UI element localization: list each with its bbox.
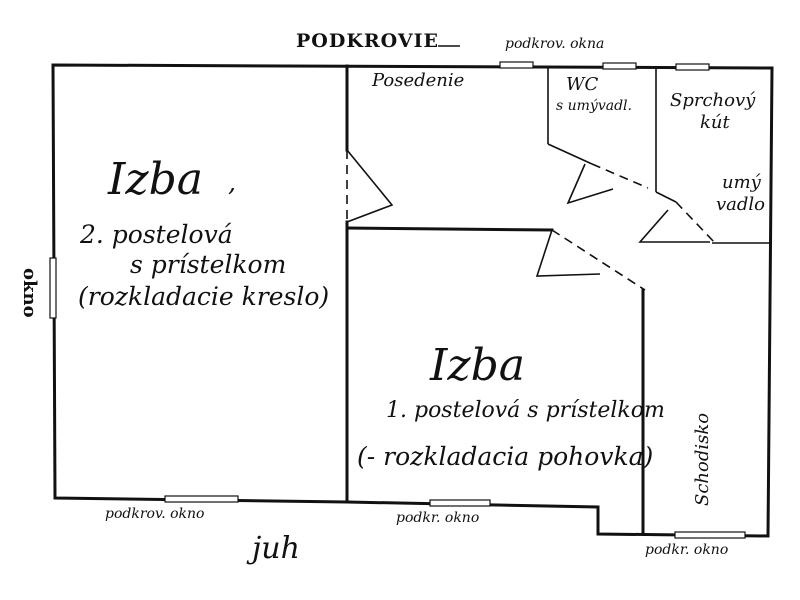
wc-label-line1: WC bbox=[566, 74, 599, 95]
door-swing-wc bbox=[566, 163, 614, 205]
window-label-top: podkrov. okna bbox=[505, 36, 605, 52]
window-label-bottom-mid: podkr. okno bbox=[396, 510, 480, 526]
outer-wall bbox=[51, 63, 774, 538]
washbasin-label-line2: vadlo bbox=[716, 194, 766, 215]
window-bottom-left bbox=[164, 495, 239, 503]
sitting-area-label: Posedenie bbox=[372, 70, 465, 91]
door-opening-room1 bbox=[551, 229, 646, 291]
wc-label-line2: s umývadl. bbox=[556, 98, 632, 114]
door-swing-left bbox=[346, 149, 394, 223]
shower-label-line2: kút bbox=[700, 112, 730, 133]
window-label-bottom-left: podkrov. okno bbox=[105, 506, 205, 522]
window-top-3 bbox=[675, 63, 710, 71]
door-swing-bath bbox=[638, 209, 710, 243]
room1-name: Izba bbox=[430, 340, 525, 391]
door-swing-room1 bbox=[535, 229, 601, 277]
door-opening-bath bbox=[675, 201, 716, 244]
window-left bbox=[49, 257, 57, 319]
wall-wc-diagonal bbox=[547, 143, 593, 165]
window-bottom-mid bbox=[429, 499, 491, 507]
stairs-label: Schodisko bbox=[692, 412, 713, 506]
window-top-2 bbox=[602, 62, 637, 70]
window-top bbox=[499, 61, 534, 69]
wall-room1-top bbox=[345, 226, 554, 232]
shower-label-line1: Sprchový bbox=[670, 90, 756, 111]
room2-comma: , bbox=[228, 168, 236, 197]
room2-name: Izba bbox=[108, 154, 203, 205]
room2-line2: s prístelkom bbox=[130, 250, 287, 279]
room1-line1: 1. postelová s prístelkom bbox=[386, 398, 665, 423]
wall-shower-bottom bbox=[655, 191, 677, 203]
window-label-left: okno bbox=[19, 268, 40, 318]
room2-line1: 2. postelová bbox=[80, 220, 233, 249]
room1-line2: (- rozkladacia pohovka) bbox=[357, 442, 654, 471]
window-label-bottom-right: podkr. okno bbox=[645, 542, 729, 558]
door-opening-wc bbox=[591, 163, 649, 189]
plan-heading: PODKROVIE bbox=[296, 30, 439, 52]
washbasin-label-line1: umý bbox=[722, 172, 761, 193]
orientation-label: juh bbox=[252, 531, 300, 566]
window-bottom-right bbox=[674, 531, 746, 539]
room2-line3: (rozkladacie kreslo) bbox=[78, 282, 330, 311]
